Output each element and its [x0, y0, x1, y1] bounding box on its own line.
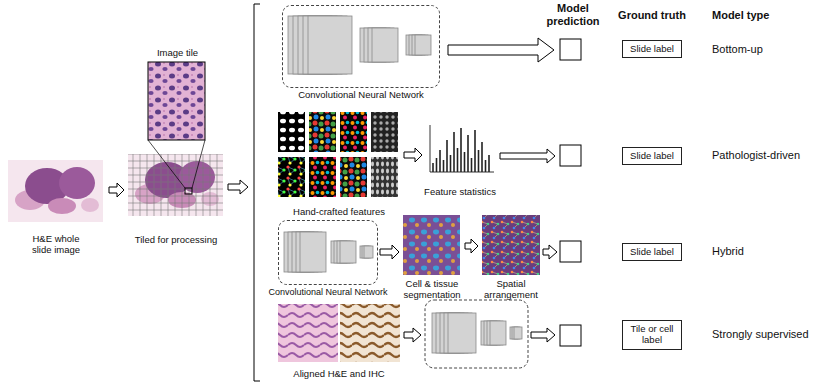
caption-text: Feature statistics — [424, 187, 496, 198]
caption-text: Image tile — [140, 48, 215, 59]
label-slot: Model prediction — [542, 2, 604, 28]
label-slot: Strongly supervised — [712, 328, 827, 341]
image-panel: Feature statistics — [424, 122, 496, 198]
caption: Spatial arrangement — [480, 279, 542, 301]
cnn-box: Convolutional Neural Network — [278, 220, 378, 285]
label-slot: Model type — [712, 9, 822, 22]
caption: Convolutional Neural Network — [276, 90, 446, 101]
caption-text: Convolutional Neural Network — [258, 287, 398, 297]
caption: H&E whole slide image — [24, 234, 88, 256]
caption-text: Spatial arrangement — [480, 279, 542, 301]
flow-arrow — [404, 148, 422, 162]
column-header: Model prediction — [542, 2, 604, 28]
label-box: Slide label — [622, 147, 682, 166]
model-type: Strongly supervised — [712, 328, 827, 341]
flow-arrow — [109, 183, 124, 197]
caption: Aligned H&E and IHC — [276, 369, 402, 380]
image-panel: Spatial arrangement — [480, 213, 542, 301]
image-panel: Hand-crafted features — [276, 108, 402, 218]
model-type: Hybrid — [712, 245, 827, 258]
image-panel: Aligned H&E and IHC — [276, 302, 402, 380]
caption: Image tile — [140, 48, 215, 59]
image-panel: Cell & tissue segmentation — [401, 213, 463, 301]
caption: Hand-crafted features — [276, 207, 402, 218]
caption-text: Slide label — [625, 247, 679, 258]
caption-text: Convolutional Neural Network — [276, 90, 446, 101]
label-slot: Hybrid — [712, 245, 827, 258]
column-header: Ground truth — [612, 9, 692, 22]
caption-text: Cell & tissue segmentation — [401, 279, 463, 301]
flow-arrow — [465, 239, 478, 253]
caption-text: H&E whole slide image — [24, 234, 88, 256]
label-slot: Pathologist-driven — [712, 149, 827, 162]
caption: Feature statistics — [424, 187, 496, 198]
caption-text: Tile or cell label — [625, 324, 679, 346]
image-panel: H&E whole slide image — [5, 156, 107, 256]
label-slot: Ground truth — [612, 9, 692, 22]
caption-text: Aligned H&E and IHC — [276, 369, 402, 380]
caption-text: Hand-crafted features — [276, 207, 402, 218]
column-header: Model type — [712, 9, 822, 22]
caption: Tiled for processing — [126, 235, 226, 246]
label-box: Tile or cell label — [622, 320, 682, 350]
caption-text: Slide label — [625, 151, 679, 162]
cnn-box: Convolutional Neural Network — [282, 5, 440, 88]
flow-arrow — [380, 245, 399, 259]
caption-text: Slide label — [625, 44, 679, 55]
label-slot: Bottom-up — [712, 43, 827, 56]
caption: Convolutional Neural Network — [258, 287, 398, 297]
image-panel: Tiled for processing — [126, 150, 226, 246]
label-box: Slide label — [622, 40, 682, 59]
model-type: Bottom-up — [712, 43, 827, 56]
image-panel: Image tile — [140, 48, 215, 142]
model-type: Pathologist-driven — [712, 149, 827, 162]
caption-text: Tiled for processing — [126, 235, 226, 246]
label-box: Slide label — [622, 243, 682, 262]
caption: Cell & tissue segmentation — [401, 279, 463, 301]
